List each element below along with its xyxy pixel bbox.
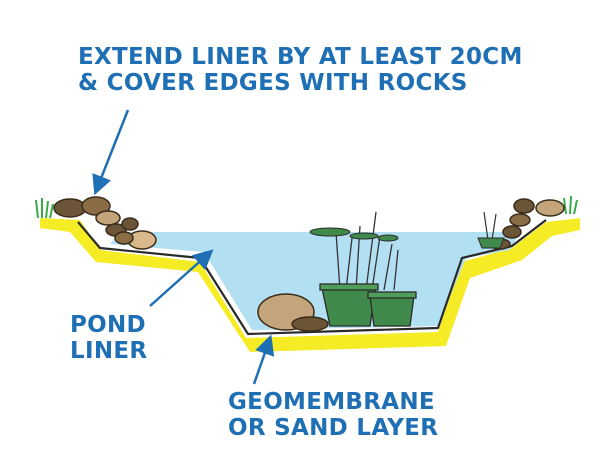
grass-left [35,198,54,219]
grass-right [563,195,578,215]
reeds [335,211,399,291]
label-extend-liner-line1: EXTEND LINER BY AT LEAST 20CM [78,44,523,70]
sand-layer [40,218,580,352]
rocks-left [53,196,157,250]
arrow-to-edge [92,109,130,196]
label-geomembrane: GEOMEMBRANE OR SAND LAYER [228,389,438,442]
planter-pots [319,283,417,327]
label-pond-liner: POND LINER [70,312,147,365]
plant-right [477,211,505,249]
label-geomembrane-line1: GEOMEMBRANE [228,389,435,415]
label-pond-liner-line2: LINER [70,338,148,365]
rocks-right [489,198,565,250]
label-extend-liner-line2: & COVER EDGES WITH ROCKS [78,70,468,97]
label-extend-liner: EXTEND LINER BY AT LEAST 20CM & COVER ED… [78,44,523,97]
label-geomembrane-line2: OR SAND LAYER [228,415,439,442]
lily-pads [309,227,399,242]
label-pond-liner-line1: POND [70,312,146,338]
arrow-to-liner [149,249,214,307]
arrow-to-sand [252,334,275,385]
rocks-bottom [257,293,329,332]
